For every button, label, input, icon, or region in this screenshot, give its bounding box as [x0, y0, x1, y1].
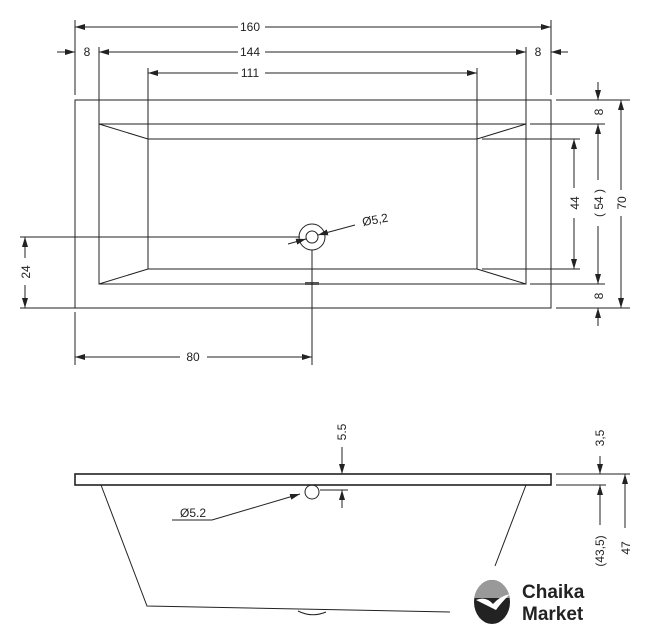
- outer-rim: [74, 99, 552, 309]
- dim-drain-offset-y: 24: [19, 265, 33, 279]
- dim-overall-height: 47: [619, 541, 633, 555]
- side-view: 5.5 Ø5.2 3,5 (43,5) 47: [74, 423, 633, 616]
- dim-drain-diameter: Ø5,2: [361, 211, 389, 229]
- dim-drain-depth: 5.5: [335, 423, 349, 440]
- dim-overall-length: 160: [240, 20, 260, 34]
- dim-rim-thickness: 3,5: [593, 429, 607, 446]
- logo-line2: Market: [522, 604, 584, 625]
- dim-rim-right: 8: [535, 45, 542, 59]
- dim-rim-top: 8: [592, 108, 606, 115]
- dim-floor-length: 111: [241, 66, 260, 80]
- dim-inner-width: ( 54 ): [592, 189, 606, 217]
- dim-overall-width: 70: [615, 196, 629, 210]
- chaika-market-logo: Chaika Market: [474, 580, 585, 625]
- dim-rim-bottom: 8: [592, 292, 606, 299]
- top-view: 160 144 8 8 111 8 ( 54 ) 8 44 70 24 80 Ø…: [19, 20, 630, 365]
- dim-floor-width: 44: [568, 196, 582, 210]
- dim-rim-left: 8: [84, 45, 91, 59]
- side-drain-diameter: Ø5.2: [180, 506, 206, 520]
- dim-drain-offset-x: 80: [186, 350, 200, 364]
- dim-inner-length: 144: [240, 45, 260, 59]
- rim-profile: [74, 473, 552, 486]
- dim-inner-depth: (43,5): [593, 535, 607, 566]
- overflow-drain-icon: [304, 484, 320, 500]
- logo-line1: Chaika: [522, 582, 585, 603]
